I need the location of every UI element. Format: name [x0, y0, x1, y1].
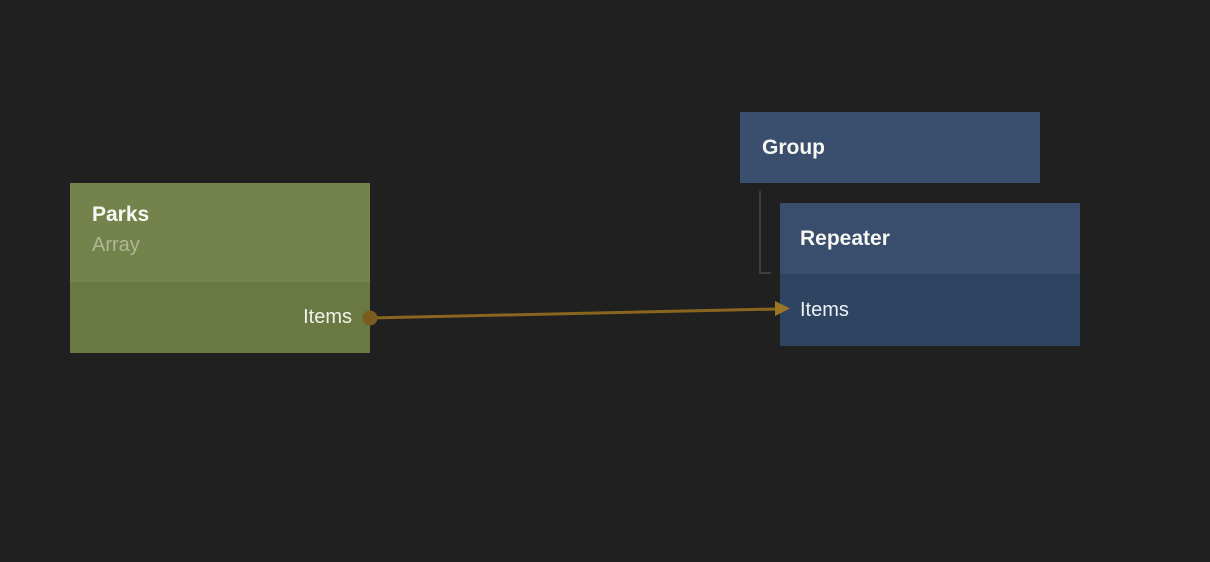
node-parks-subtitle: Array [92, 234, 140, 256]
hierarchy-connector-line [759, 191, 771, 274]
parks-output-port-row[interactable]: Items [70, 282, 370, 353]
node-parks-title: Parks [92, 203, 150, 226]
repeater-input-port-row[interactable]: Items [780, 274, 1080, 346]
node-group-title: Group [762, 136, 825, 159]
node-repeater-title: Repeater [800, 227, 890, 250]
repeater-input-port-label: Items [800, 298, 849, 321]
node-repeater-header: Repeater [780, 203, 1080, 274]
parks-output-port-label: Items [303, 306, 352, 328]
data-connection-wire[interactable] [369, 307, 778, 320]
node-repeater[interactable]: Repeater Items [780, 203, 1080, 346]
node-parks[interactable]: Parks Array Items [70, 183, 370, 353]
node-group[interactable]: Group [740, 112, 1040, 183]
node-parks-header: Parks Array [70, 183, 370, 282]
